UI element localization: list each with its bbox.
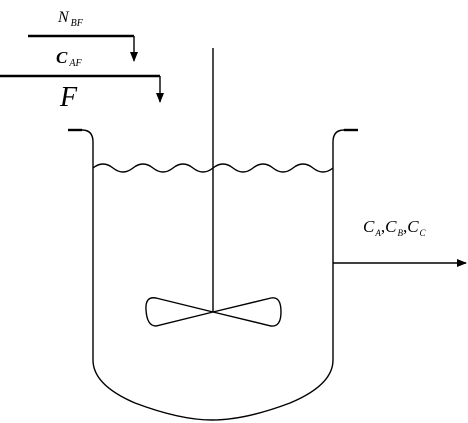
outlet-c3-sub: C <box>420 228 427 238</box>
outlet-separator-1: , <box>381 217 385 236</box>
outlet-label: CA,CB,CC <box>363 217 427 238</box>
inlet-stream-f: F <box>0 74 164 113</box>
impeller-blade-right <box>212 297 282 327</box>
caf-label-sub: AF <box>68 58 82 69</box>
outlet-c2-sub: B <box>397 228 403 238</box>
vessel-wall <box>81 129 345 421</box>
agitator <box>145 48 282 327</box>
impeller-blade-left <box>145 297 214 327</box>
nbf-label-sub: BF <box>71 18 84 29</box>
outlet-c2-main: C <box>385 217 397 236</box>
outlet-c3-main: C <box>407 217 419 236</box>
outlet-separator-2: , <box>403 217 407 236</box>
outlet-c1-sub: A <box>374 228 381 238</box>
outlet-stream: CA,CB,CC <box>333 217 467 267</box>
f-label: F <box>59 82 78 113</box>
outlet-c1-main: C <box>363 217 375 236</box>
caf-label-main: C <box>56 48 68 67</box>
nbf-label-main: N <box>57 9 70 26</box>
